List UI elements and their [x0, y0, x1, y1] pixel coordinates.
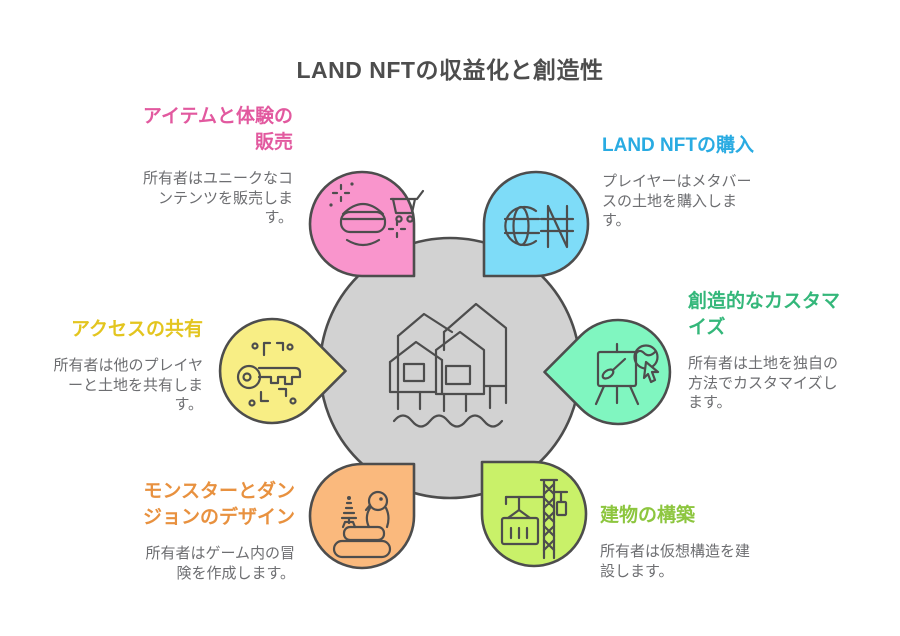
segment-description: 所有者はゲーム内の冒 険を作成します。	[145, 545, 295, 582]
segment-heading: 建物の構築	[600, 505, 696, 526]
segment-heading: アイテムと体験の 販売	[142, 106, 293, 153]
segment-shape-sell-items	[308, 170, 416, 278]
segment-description: プレイヤーはメタバー スの土地を購入しま す。	[602, 173, 752, 229]
segment-shape-monsters-dungeons	[308, 462, 416, 570]
easel-brush-avatar-icon	[594, 342, 660, 406]
segment-shape-customization	[543, 318, 672, 426]
segment-shape-build	[480, 460, 588, 568]
page-title: LAND NFTの収益化と創造性	[296, 57, 604, 83]
segment-block-build: 建物の構築 所有者は仮想構造を建 設します。	[600, 503, 830, 581]
segment-block-share-access: アクセスの共有 所有者は他のプレイヤ ーと土地を共有しま す。	[0, 317, 203, 415]
segment-heading: LAND NFTの購入	[602, 135, 754, 156]
stilt-houses-water-icon	[388, 302, 508, 428]
segment-heading: アクセスの共有	[70, 319, 203, 340]
segment-block-customization: 創造的なカスタマ イズ 所有者は土地を独自の 方法でカスタマイズし ます。	[688, 289, 894, 413]
segment-block-sell-items: アイテムと体験の 販売 所有者はユニークなコ ンテンツを販売しま す。	[38, 104, 293, 228]
segment-description: 所有者は他のプレイヤ ーと土地を共有しま す。	[53, 357, 203, 413]
vr-headset-shopping-cart-icon	[329, 182, 425, 247]
monster-chess-piece-icon	[332, 490, 392, 559]
segment-shape-share-access	[218, 317, 347, 425]
segment-description: 所有者は土地を独自の 方法でカスタマイズし ます。	[688, 355, 839, 411]
construction-crane-icon	[500, 478, 569, 560]
segment-heading: 創造的なカスタマ イズ	[688, 291, 841, 338]
segment-block-monsters-dungeons: モンスターとダン ジョンのデザイン 所有者はゲーム内の冒 険を作成します。	[42, 479, 295, 583]
digital-key-icon	[236, 341, 302, 407]
globe-nft-currency-icon	[503, 204, 575, 249]
segment-description: 所有者はユニークなコ ンテンツを販売しま す。	[142, 170, 293, 226]
segment-shape-purchase-land	[482, 170, 590, 278]
segment-heading: モンスターとダン ジョンのデザイン	[142, 481, 295, 528]
segment-block-purchase-land: LAND NFTの購入 プレイヤーはメタバー スの土地を購入しま す。	[602, 133, 832, 231]
segment-description: 所有者は仮想構造を建 設します。	[600, 543, 751, 580]
